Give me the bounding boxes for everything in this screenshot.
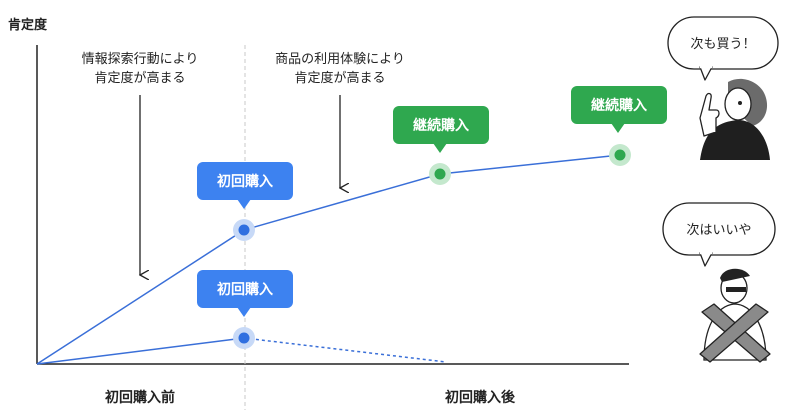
person-crossed-arms-icon — [699, 268, 771, 363]
bubble-first-purchase-lower: 初回購入 — [197, 270, 293, 317]
bubble-continued-purchase-1-label: 継続購入 — [413, 117, 469, 134]
person-thumbs-up-icon — [699, 78, 770, 160]
speech-bubble-repeat: 次も買う！ — [667, 16, 779, 81]
section-label-after: 初回購入後 — [445, 389, 516, 406]
bubble-continued-purchase-1: 継続購入 — [393, 106, 489, 153]
bubble-first-purchase-lower-label: 初回購入 — [217, 281, 273, 298]
section-label-before: 初回購入前 — [105, 389, 175, 406]
y-axis-label: 肯定度 — [8, 17, 48, 33]
annotation-info-search-line1: 情報探索行動により — [82, 52, 199, 67]
bubble-continued-purchase-2: 継続購入 — [571, 86, 667, 133]
annotation-info-search-line2: 肯定度が高まる — [94, 70, 185, 86]
speech-bubble-lapsed: 次はいいや — [662, 202, 776, 267]
point-continued-purchase-1 — [429, 163, 451, 185]
bubble-first-purchase-upper-label: 初回購入 — [217, 173, 273, 190]
unsatisfied-curve — [36, 337, 245, 365]
point-first-purchase-lower — [233, 327, 255, 349]
unsatisfied-curve-decline — [243, 337, 447, 363]
point-first-purchase-upper — [233, 219, 255, 241]
speech-repeat-text: 次も買う！ — [690, 36, 755, 52]
speech-lapsed-text: 次はいいや — [686, 222, 751, 238]
bubble-first-purchase-upper: 初回購入 — [197, 162, 293, 209]
annotation-usage-line2: 肯定度が高まる — [294, 70, 385, 86]
annotation-usage-line1: 商品の利用体験により — [275, 52, 405, 67]
satisfied-curve — [36, 154, 621, 365]
bubble-continued-purchase-2-label: 継続購入 — [591, 97, 647, 114]
point-continued-purchase-2 — [609, 144, 631, 166]
